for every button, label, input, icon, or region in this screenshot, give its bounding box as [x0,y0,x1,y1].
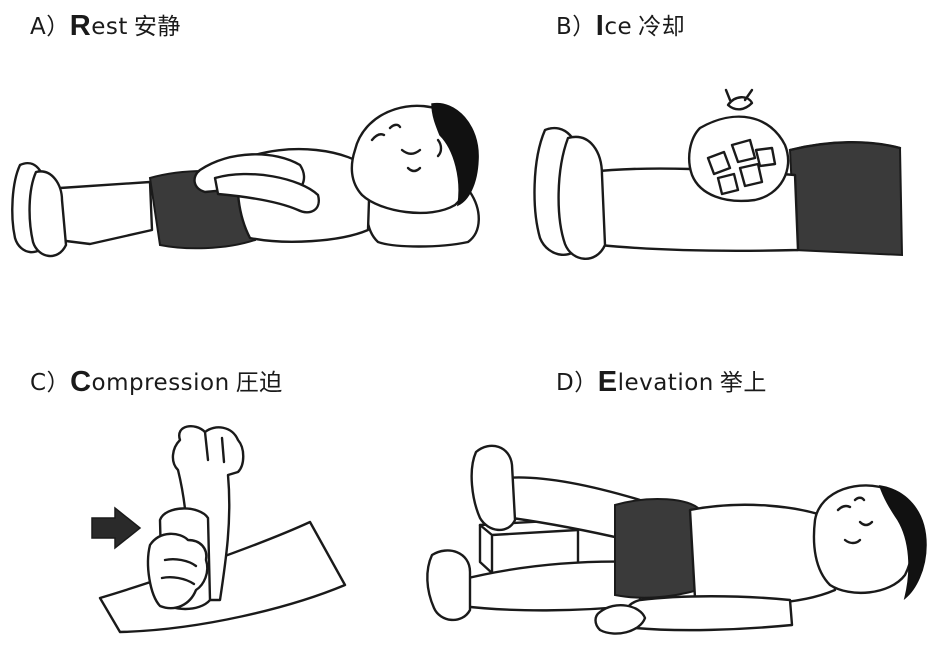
illustration-elevation [0,0,928,646]
